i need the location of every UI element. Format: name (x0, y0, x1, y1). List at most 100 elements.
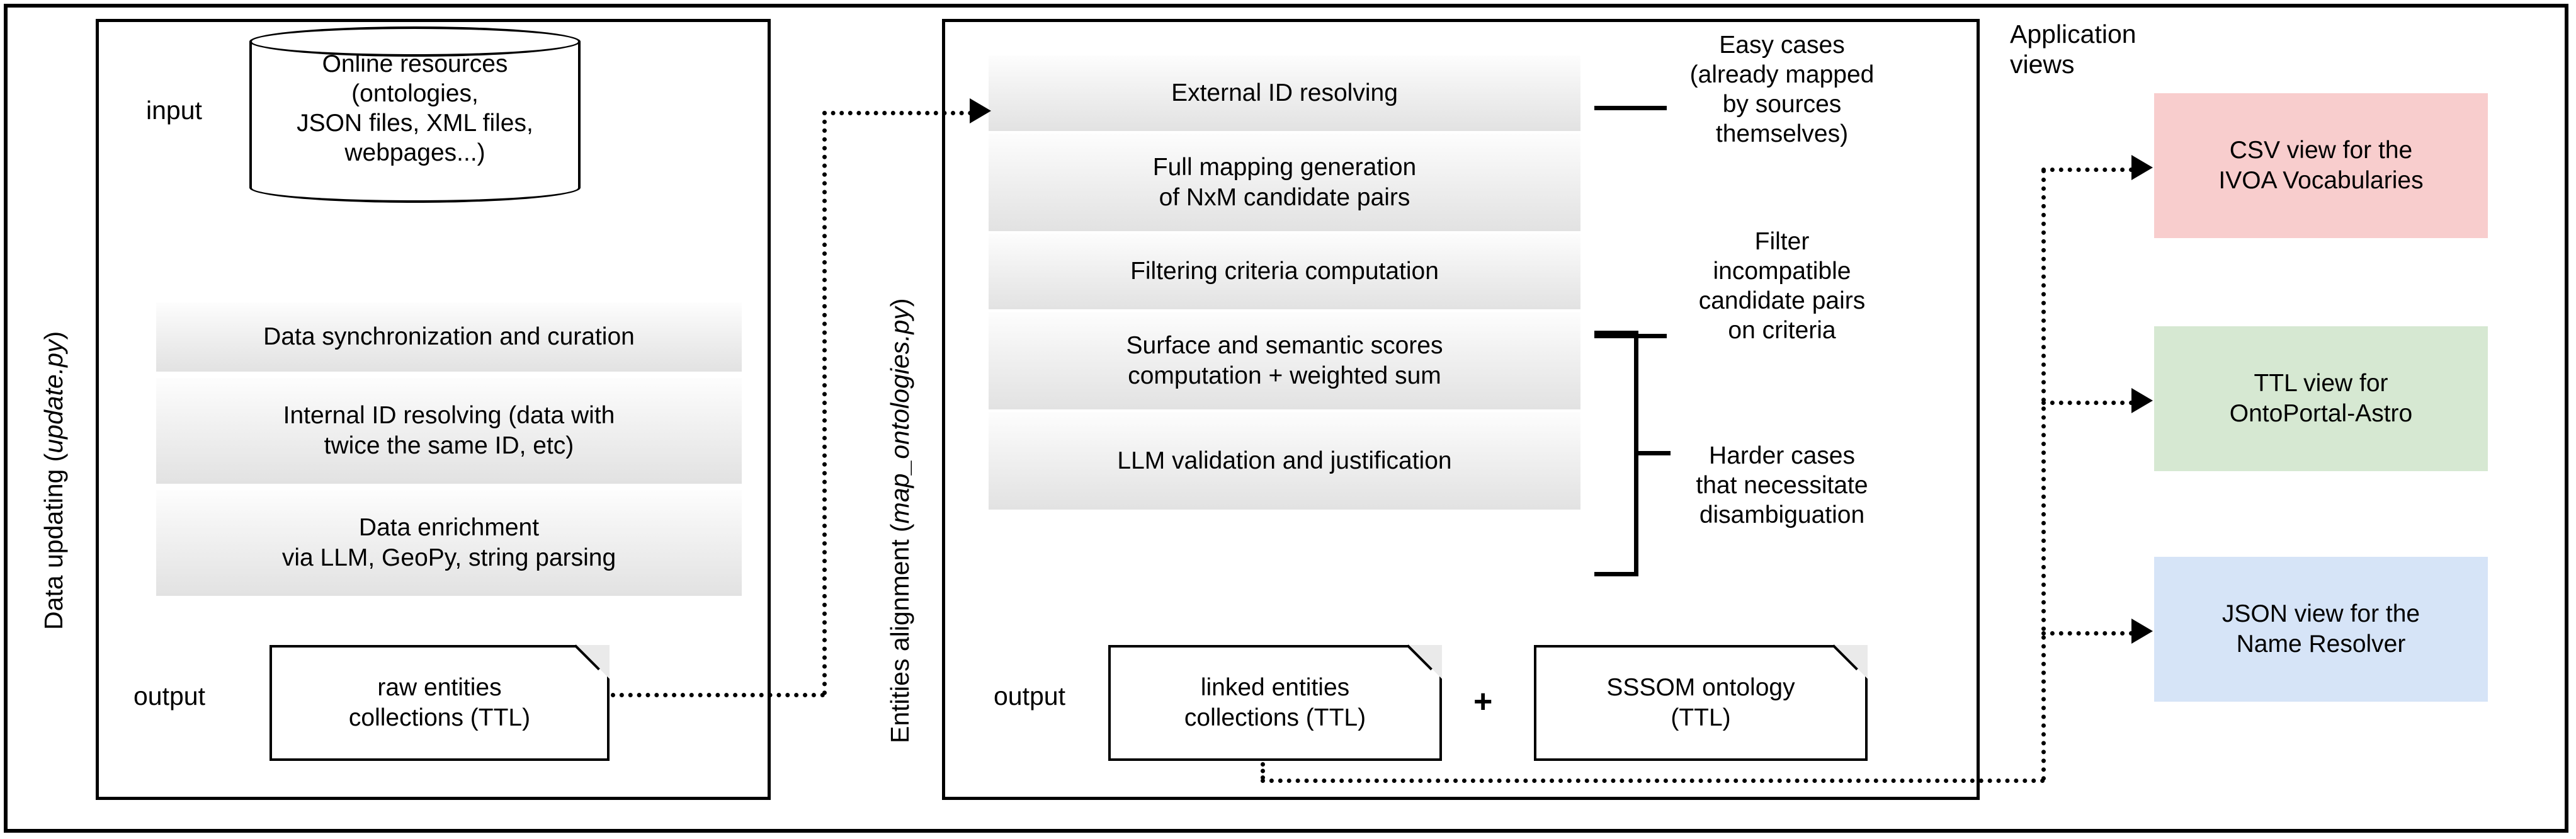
process-step-llm-validation: LLM validation and justification (989, 412, 1580, 510)
note-linked-entities-line-1: linked entities (1200, 674, 1350, 701)
process-step-filtering-criteria-computation: Filtering criteria computation (989, 234, 1580, 309)
annotation-filter-incompatible-line-2: incompatible (1713, 258, 1851, 285)
arrowhead-into-ttl-view (2131, 388, 2153, 413)
database-cylinder-icon: Online resources (ontologies, JSON files… (249, 26, 581, 203)
cylinder-top-ellipse (249, 26, 581, 57)
process-step-internal-id-resolving-line-1: Internal ID resolving (data with (283, 402, 615, 429)
process-step-external-id-resolving-line-1: External ID resolving (1171, 79, 1398, 106)
view-ttl-line-2: OntoPortal-Astro (2229, 400, 2413, 427)
process-step-surface-semantic-scores: Surface and semantic scores computation … (989, 312, 1580, 409)
process-step-full-mapping-generation-line-1: Full mapping generation (1152, 153, 1417, 181)
online-resources-text: Online resources (ontologies, JSON files… (249, 49, 581, 168)
dotted-connector-to-ttl-view (2041, 401, 2142, 405)
annotation-filter-incompatible-line-1: Filter (1754, 228, 1810, 255)
process-step-external-id-resolving: External ID resolving (989, 55, 1580, 131)
annotation-filter-incompatible-line-3: candidate pairs (1698, 287, 1866, 314)
application-views-title-line-1: Application (2010, 20, 2136, 49)
panel-entities-alignment-label-close: ) (885, 298, 914, 307)
note-raw-entities-fold-icon (576, 645, 610, 679)
note-sssom-ontology-line-1: SSSOM ontology (1606, 674, 1795, 701)
application-views-title: Application views (2010, 19, 2174, 79)
view-csv-ivoa-vocabularies[interactable]: CSV view for the IVOA Vocabularies (2154, 93, 2488, 238)
process-step-llm-validation-line-1: LLM validation and justification (1117, 447, 1452, 474)
dotted-connector-raw-to-alignment-h1 (611, 693, 825, 697)
dotted-connector-linked-to-views-v2 (2041, 169, 2046, 781)
process-step-data-synchronization: Data synchronization and curation (156, 302, 742, 372)
annotation-filter-incompatible: Filter incompatible candidate pairs on c… (1650, 227, 1914, 345)
process-step-data-enrichment-line-1: Data enrichment (358, 514, 540, 541)
panel-data-updating-label-script: update.py (39, 340, 68, 454)
note-linked-entities: linked entities collections (TTL) (1108, 645, 1442, 761)
annotation-harder-cases: Harder cases that necessitate disambigua… (1650, 441, 1914, 530)
note-raw-entities-line-2: collections (TTL) (348, 704, 531, 731)
output-label-updating: output (133, 682, 205, 711)
arrowhead-into-external-id-resolving (970, 98, 991, 123)
note-sssom-ontology-shape (1534, 645, 1868, 761)
panel-entities-alignment-label-script: map_ontologies.py (885, 307, 914, 524)
annotation-easy-cases-line-4: themselves) (1715, 120, 1849, 147)
output-label-alignment: output (994, 682, 1065, 711)
note-sssom-ontology-fold-icon (1834, 645, 1868, 679)
note-linked-entities-shape (1108, 645, 1442, 761)
online-resources-line-3: JSON files, XML files, (297, 110, 533, 137)
note-raw-entities-text: raw entities collections (TTL) (270, 645, 610, 761)
dotted-connector-to-json-view (2041, 631, 2142, 636)
annotation-easy-cases-line-1: Easy cases (1719, 31, 1845, 59)
panel-data-updating-label: Data updating (update.py) (39, 331, 69, 630)
note-sssom-ontology-text: SSSOM ontology (TTL) (1534, 645, 1868, 761)
connector-rule-easy-cases (1594, 106, 1667, 110)
note-raw-entities-shape (270, 645, 610, 761)
connector-bracket-stem (1634, 451, 1671, 455)
panel-entities-alignment-label-main: Entities alignment ( (885, 523, 914, 743)
note-raw-entities: raw entities collections (TTL) (270, 645, 610, 761)
annotation-harder-cases-line-3: disambiguation (1699, 501, 1865, 528)
view-json-name-resolver[interactable]: JSON view for the Name Resolver (2154, 557, 2488, 702)
dotted-connector-linked-to-views-v1 (1261, 762, 1265, 780)
online-resources-line-2: (ontologies, (351, 80, 479, 107)
view-ttl-line-1: TTL view for (2254, 370, 2388, 397)
cylinder-body (249, 42, 581, 188)
arrowhead-into-json-view (2131, 619, 2153, 644)
annotation-easy-cases-line-2: (already mapped (1689, 61, 1875, 88)
application-views-title-line-2: views (2010, 50, 2075, 79)
process-step-surface-semantic-scores-line-1: Surface and semantic scores (1126, 331, 1443, 359)
arrowhead-into-csv-view (2131, 155, 2153, 180)
process-step-data-synchronization-line-1: Data synchronization and curation (263, 323, 635, 350)
process-step-surface-semantic-scores-line-2: computation + weighted sum (1128, 362, 1441, 389)
process-step-internal-id-resolving: Internal ID resolving (data with twice t… (156, 378, 742, 484)
annotation-harder-cases-line-1: Harder cases (1709, 442, 1855, 469)
note-raw-entities-line-1: raw entities (377, 674, 502, 701)
panel-data-updating-label-main: Data updating ( (39, 453, 68, 630)
process-step-filtering-criteria-computation-line-1: Filtering criteria computation (1130, 258, 1439, 285)
process-step-full-mapping-generation-line-2: of NxM candidate pairs (1159, 183, 1410, 211)
dotted-connector-linked-to-views-h1 (1261, 779, 2045, 783)
process-step-internal-id-resolving-line-2: twice the same ID, etc) (324, 432, 574, 459)
process-step-data-enrichment-line-2: via LLM, GeoPy, string parsing (281, 544, 616, 571)
view-json-line-1: JSON view for the (2221, 600, 2420, 627)
note-linked-entities-text: linked entities collections (TTL) (1108, 645, 1442, 761)
process-step-full-mapping-generation: Full mapping generation of NxM candidate… (989, 134, 1580, 231)
note-linked-entities-line-2: collections (TTL) (1184, 704, 1366, 731)
plus-operator: + (1473, 683, 1493, 720)
view-csv-line-2: IVOA Vocabularies (2218, 167, 2424, 194)
view-csv-line-1: CSV view for the (2229, 137, 2413, 164)
process-step-data-enrichment: Data enrichment via LLM, GeoPy, string p… (156, 490, 742, 596)
connector-bracket-harder-cases (1594, 331, 1638, 576)
annotation-filter-incompatible-line-4: on criteria (1728, 317, 1836, 344)
panel-entities-alignment-label: Entities alignment (map_ontologies.py) (885, 298, 915, 743)
input-label: input (146, 96, 202, 125)
dotted-connector-to-csv-view (2041, 168, 2142, 172)
connector-rule-filter-criteria (1594, 334, 1667, 338)
panel-data-updating-label-close: ) (39, 331, 68, 340)
view-json-line-2: Name Resolver (2236, 631, 2406, 658)
online-resources-line-4: webpages...) (344, 139, 485, 166)
annotation-easy-cases-line-3: by sources (1722, 91, 1842, 118)
note-sssom-ontology-line-2: (TTL) (1671, 704, 1731, 731)
view-ttl-ontoportal-astro[interactable]: TTL view for OntoPortal-Astro (2154, 326, 2488, 471)
note-sssom-ontology: SSSOM ontology (TTL) (1534, 645, 1868, 761)
dotted-connector-raw-to-alignment-v (822, 111, 827, 695)
online-resources-line-1: Online resources (322, 50, 508, 77)
annotation-easy-cases: Easy cases (already mapped by sources th… (1650, 30, 1914, 149)
annotation-harder-cases-line-2: that necessitate (1696, 472, 1868, 499)
